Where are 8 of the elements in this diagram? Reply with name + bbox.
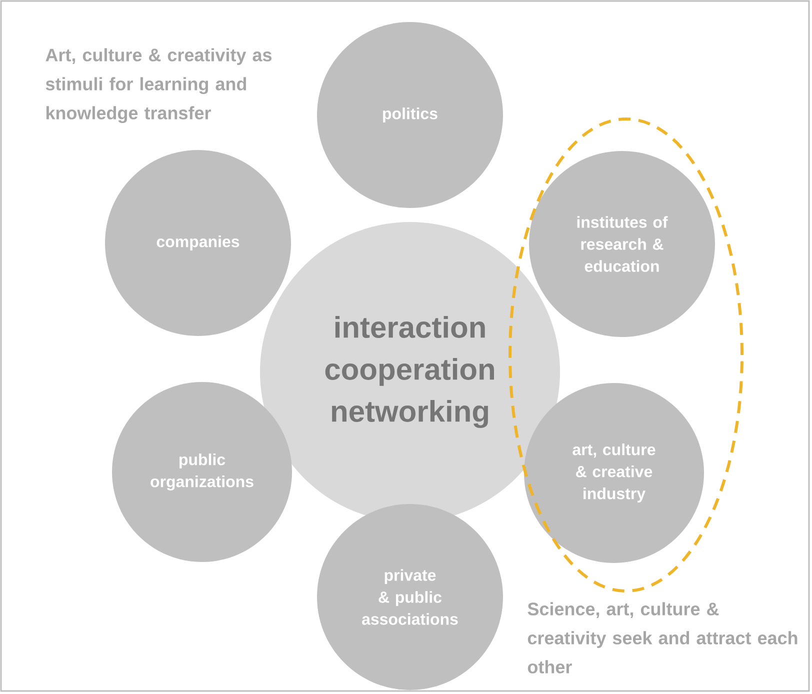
circle-node: politics	[317, 22, 503, 208]
note-text: Art, culture & creativity as stimuli for learning and knowledge transfer	[46, 48, 272, 124]
circle-node: companies	[105, 150, 291, 336]
circle-node: institutes of research & education	[529, 151, 715, 337]
circle-node: private & public associations	[317, 504, 503, 690]
circle-node: art, culture & creative industry	[524, 382, 704, 563]
note-text: Science, art, culture & creativity seek and attract each other	[528, 602, 798, 674]
circle-node: public organizations	[112, 382, 292, 562]
